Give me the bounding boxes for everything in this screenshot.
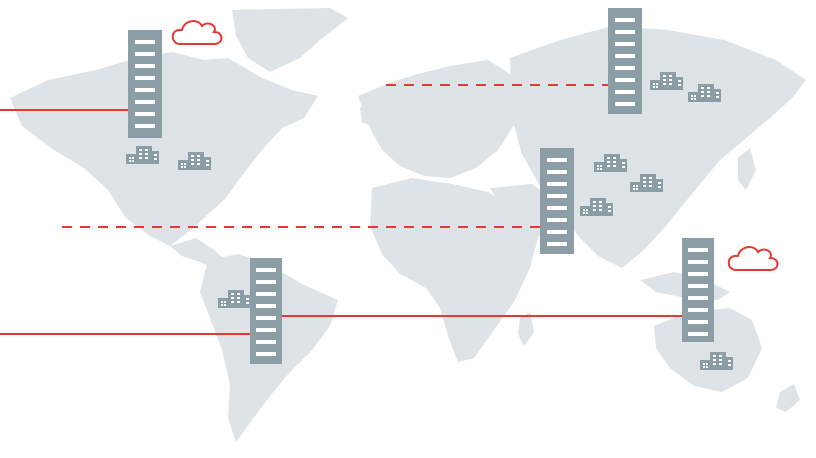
land-japan: [738, 148, 756, 190]
cloud-outline-icon: [727, 246, 779, 271]
server-rack-icon: [682, 238, 714, 342]
land-australia: [654, 308, 762, 392]
land-new-zealand: [776, 384, 800, 412]
cloud-outline-icon: [171, 20, 223, 45]
server-rack-icon: [608, 8, 642, 114]
land-north-america: [10, 52, 318, 246]
server-rack-icon: [128, 30, 162, 138]
servers: [128, 8, 714, 364]
land-uk: [360, 98, 380, 126]
network-links: [0, 84, 686, 335]
server-rack-icon: [540, 148, 574, 254]
server-rack-icon: [250, 258, 282, 364]
land-europe: [358, 60, 524, 178]
land-madagascar: [518, 312, 534, 346]
land-greenland: [232, 8, 348, 72]
